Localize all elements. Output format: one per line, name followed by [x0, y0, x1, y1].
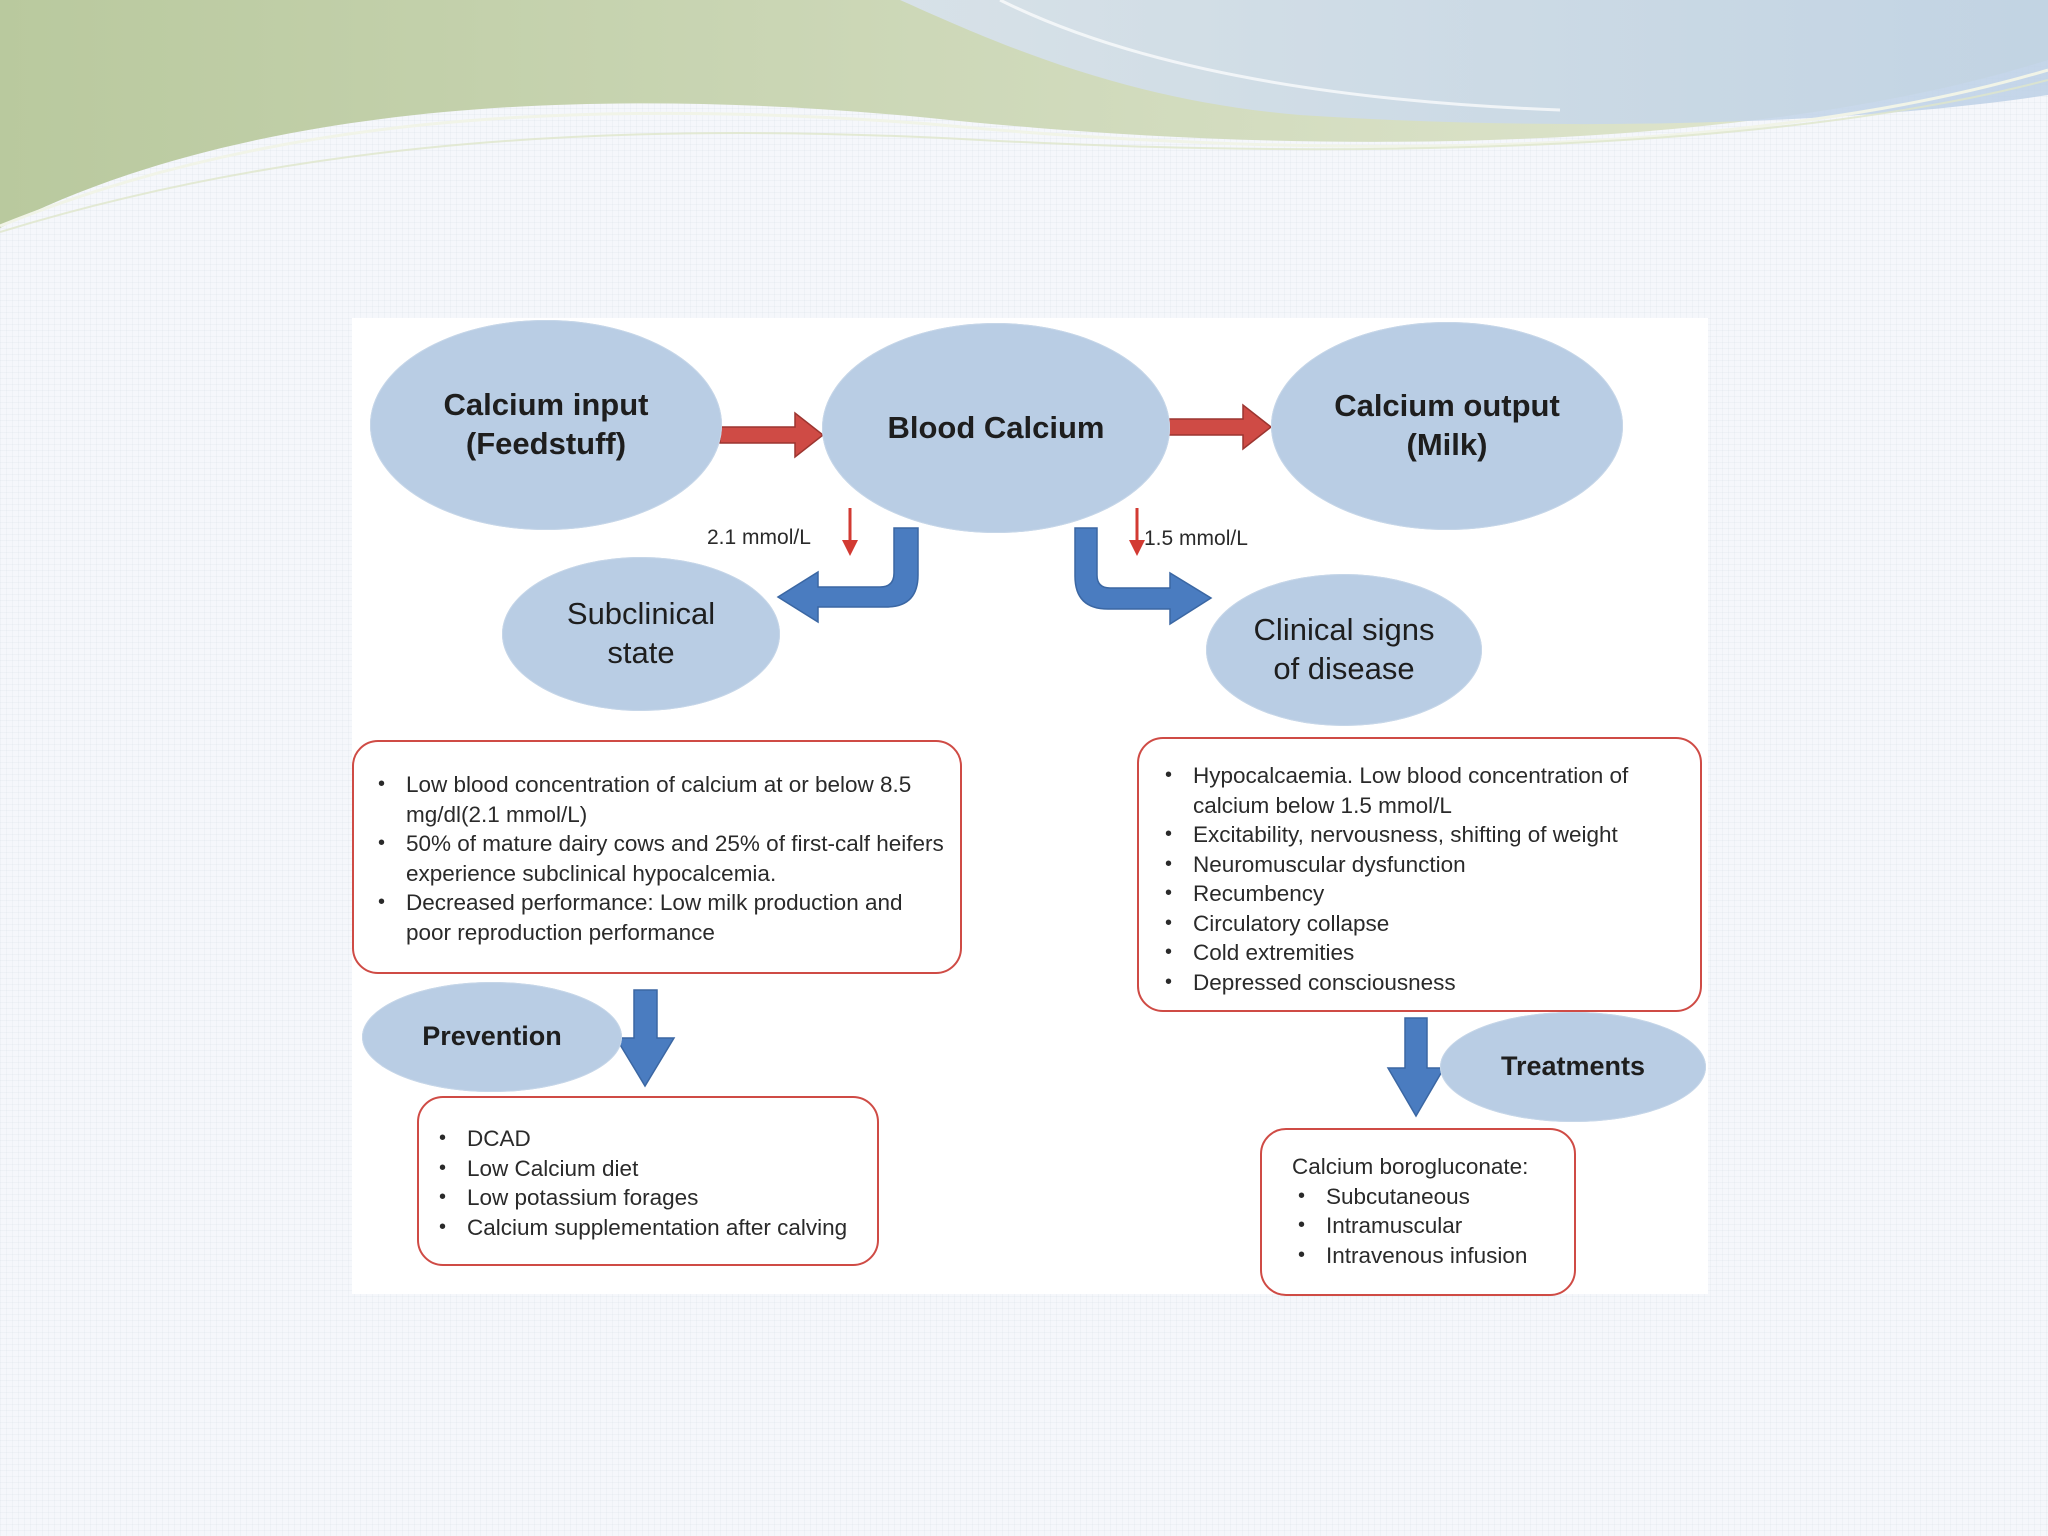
- prevention-box: DCAD Low Calcium diet Low potassium fora…: [417, 1096, 879, 1266]
- list-item: Recumbency: [1159, 879, 1688, 909]
- list-item: Low Calcium diet: [433, 1154, 873, 1184]
- list-item: Depressed consciousness: [1159, 968, 1688, 998]
- clinical-signs-list: Hypocalcaemia. Low blood concentration o…: [1159, 761, 1688, 997]
- prevention-node: Prevention: [362, 982, 622, 1092]
- list-item: Neuromuscular dysfunction: [1159, 850, 1688, 880]
- list-item: Low potassium forages: [433, 1183, 873, 1213]
- subclinical-facts-box: Low blood concentration of calcium at or…: [352, 740, 962, 974]
- treatment-heading: Calcium borogluconate:: [1292, 1154, 1529, 1179]
- header-wave-decoration: [0, 0, 2048, 233]
- list-item: Cold extremities: [1159, 938, 1688, 968]
- subclinical-threshold-label: 2.1 mmol/L: [707, 526, 811, 549]
- list-item: Decreased performance: Low milk producti…: [372, 888, 950, 947]
- prevention-label: Prevention: [422, 1021, 562, 1052]
- clinical-signs-box: Hypocalcaemia. Low blood concentration o…: [1137, 737, 1702, 1012]
- list-item: Circulatory collapse: [1159, 909, 1688, 939]
- blood-calcium-node: Blood Calcium: [822, 323, 1170, 533]
- prevention-list: DCAD Low Calcium diet Low potassium fora…: [433, 1124, 873, 1242]
- list-item: Calcium supplementation after calving: [433, 1213, 873, 1243]
- list-item: Intramuscular: [1292, 1211, 1566, 1241]
- list-item: Intravenous infusion: [1292, 1241, 1566, 1271]
- calcium-input-label: Calcium input (Feedstuff): [443, 387, 649, 461]
- treatments-box: Calcium borogluconate: Subcutaneous Intr…: [1260, 1128, 1576, 1296]
- clinical-threshold-label: 1.5 mmol/L: [1144, 527, 1248, 550]
- treatments-node: Treatments: [1440, 1012, 1706, 1122]
- clinical-signs-label: Clinical signs of disease: [1253, 612, 1435, 686]
- list-item: 50% of mature dairy cows and 25% of firs…: [372, 829, 950, 888]
- list-item: Excitability, nervousness, shifting of w…: [1159, 820, 1688, 850]
- treatments-label: Treatments: [1500, 1051, 1646, 1082]
- list-item: DCAD: [433, 1124, 873, 1154]
- clinical-signs-node: Clinical signs of disease: [1206, 574, 1482, 726]
- calcium-output-node: Calcium output (Milk): [1271, 322, 1623, 530]
- list-item: Subcutaneous: [1292, 1182, 1566, 1212]
- subclinical-facts-list: Low blood concentration of calcium at or…: [372, 770, 950, 947]
- blood-calcium-label: Blood Calcium: [887, 409, 1105, 445]
- treatment-list: Subcutaneous Intramuscular Intravenous i…: [1292, 1182, 1566, 1271]
- list-item: Low blood concentration of calcium at or…: [372, 770, 950, 829]
- list-item: Hypocalcaemia. Low blood concentration o…: [1159, 761, 1688, 820]
- subclinical-state-label: Subclinical state: [566, 596, 716, 670]
- calcium-input-node: Calcium input (Feedstuff): [370, 320, 722, 530]
- calcium-output-label: Calcium output (Milk): [1334, 388, 1560, 462]
- subclinical-state-node: Subclinical state: [502, 557, 780, 711]
